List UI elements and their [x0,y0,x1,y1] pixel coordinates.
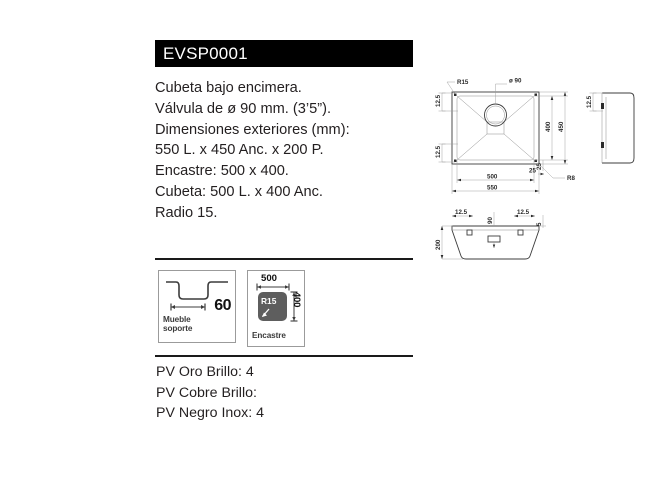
description-line: Encastre: 500 x 400. [155,163,289,180]
dim-front-edge: 5 [536,222,543,226]
description-line: Válvula de ø 90 mm. (3’5”). [155,100,331,117]
product-code-label: EVSP0001 [163,44,248,63]
price-list: PV Oro Brillo: 4 PV Cobre Brillo: PV Neg… [156,362,276,424]
dim-inner-height: 400 [545,121,552,132]
description-line: Cubeta: 500 L. x 400 Anc. [155,183,323,200]
spec-icon-group: 60 Mueble soporte [158,270,305,347]
caption-line-1: Mueble [163,315,191,324]
dim-r8: R8 [567,175,575,182]
dim-front-left: 12.5 [455,209,468,216]
product-description: Cubeta bajo encimera. Válvula de ø 90 mm… [155,78,413,224]
cabinet-profile-icon [164,277,230,316]
encastre-caption: Encastre [252,331,286,340]
product-code-bar: EVSP0001 [155,40,413,67]
mueble-soporte-value: 60 [214,297,231,314]
encastre-height-label: 400 [291,292,302,308]
technical-drawings: .ln { stroke:#3c3c3c; fill:none; stroke-… [425,70,655,270]
encastre-radius-label: R15 [261,296,277,306]
price-row: PV Cobre Brillo: [156,384,257,401]
dim-front-depth: 200 [435,239,442,250]
dim-left-bottom: 12.5 [435,145,442,158]
caption-line-2: soporte [163,324,193,334]
dim-offset-right: 25 [536,163,543,170]
dim-drain-diameter: ø 90 [509,78,522,85]
cutout-diagram-icon [251,275,303,336]
icon-box-mueble-soporte: 60 Mueble soporte [158,270,236,343]
mueble-soporte-caption: Mueble soporte [163,315,192,334]
dim-outer-width: 550 [487,184,498,191]
description-line: Dimensiones exteriores (mm): [155,121,350,138]
description-line: 550 L. x 450 Anc. x 200 P. [155,142,324,159]
product-info-panel: EVSP0001 Cubeta bajo encimera. Válvula d… [155,40,413,224]
encastre-width-label: 500 [261,273,278,284]
cad-drawing-svg: .ln { stroke:#3c3c3c; fill:none; stroke-… [435,78,635,260]
icon-box-encastre: 500 400 R15 Encastre [247,270,305,347]
dim-inner-width: 500 [487,173,498,180]
price-row: PV Oro Brillo: 4 [156,364,254,380]
divider-above-icons [155,258,413,260]
dim-r15: R15 [457,79,469,86]
dim-left-top: 12.5 [435,94,442,107]
dim-front-right: 12.5 [517,209,530,216]
price-row: PV Negro Inox: 4 [156,405,265,422]
description-line: Radio 15. [155,204,218,221]
description-line: Cubeta bajo encimera. [155,80,302,96]
divider-above-prices [155,355,413,357]
dim-front-center: 90 [487,217,494,224]
dim-outer-height: 450 [558,121,565,132]
dim-offset-bottom: 25 [529,168,536,175]
dim-side-top: 12.5 [586,95,593,108]
